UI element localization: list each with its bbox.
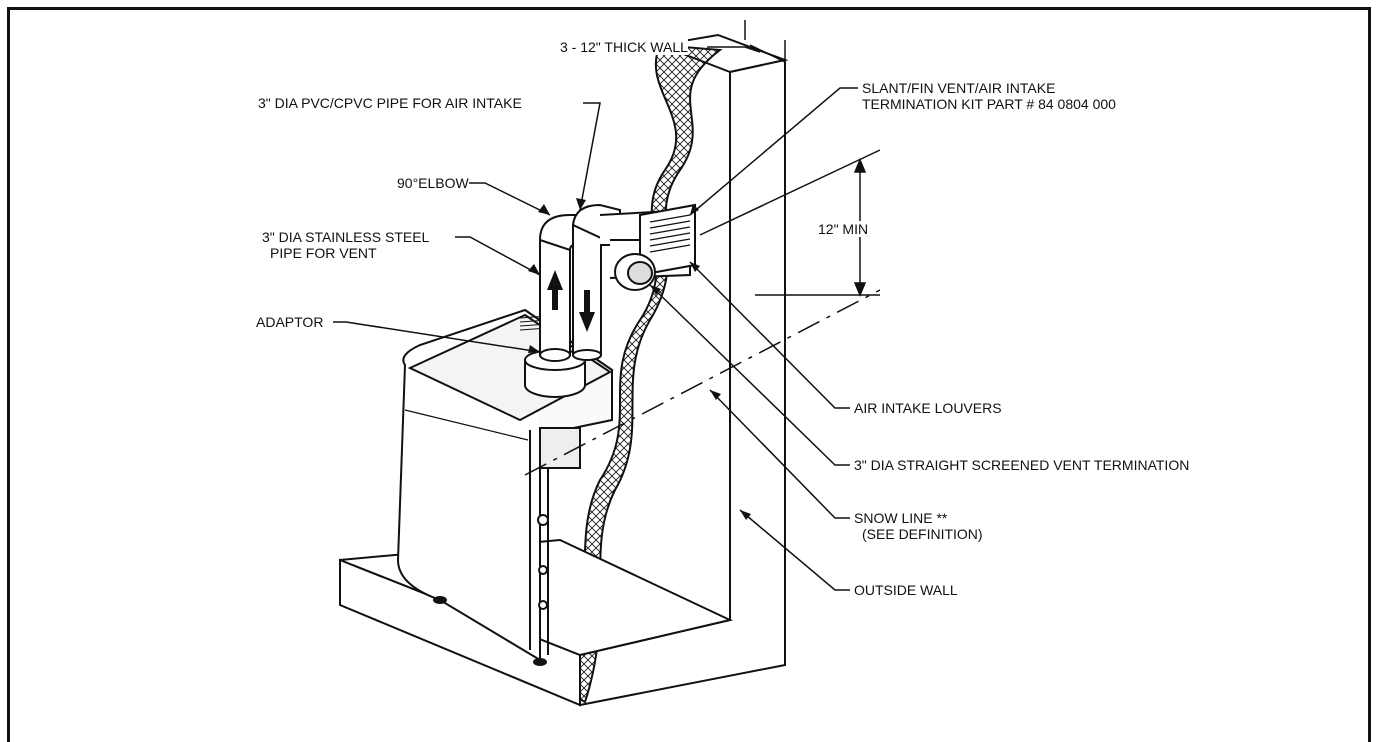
label-termination-kit-1: SLANT/FIN VENT/AIR INTAKE bbox=[862, 80, 1056, 96]
leader-arrowheads bbox=[528, 198, 751, 520]
wall-thickness-dimension bbox=[744, 20, 786, 63]
label-vent-pipe-1: 3" DIA STAINLESS STEEL bbox=[262, 229, 430, 245]
label-air-intake-pipe: 3" DIA PVC/CPVC PIPE FOR AIR INTAKE bbox=[258, 95, 522, 111]
label-adaptor: ADAPTOR bbox=[256, 314, 324, 330]
label-vent-pipe-2: PIPE FOR VENT bbox=[270, 245, 377, 261]
snow-line bbox=[524, 289, 881, 476]
label-snow-line-2: (SEE DEFINITION) bbox=[862, 526, 983, 542]
label-outside-wall: OUTSIDE WALL bbox=[854, 582, 958, 598]
label-louvers: AIR INTAKE LOUVERS bbox=[854, 400, 1002, 416]
label-wall-thickness: 3 - 12" THICK WALL bbox=[560, 39, 688, 55]
diagram-frame bbox=[7, 7, 1371, 742]
flow-arrows bbox=[547, 270, 595, 332]
label-termination-kit-2: TERMINATION KIT PART # 84 0804 000 bbox=[862, 96, 1116, 112]
label-elbow: 90°ELBOW bbox=[397, 175, 469, 191]
label-vent-termination: 3" DIA STRAIGHT SCREENED VENT TERMINATIO… bbox=[854, 457, 1190, 473]
leader-lines bbox=[333, 46, 858, 591]
label-snow-line-1: SNOW LINE ** bbox=[854, 510, 948, 526]
label-min-height: 12" MIN bbox=[818, 221, 869, 237]
